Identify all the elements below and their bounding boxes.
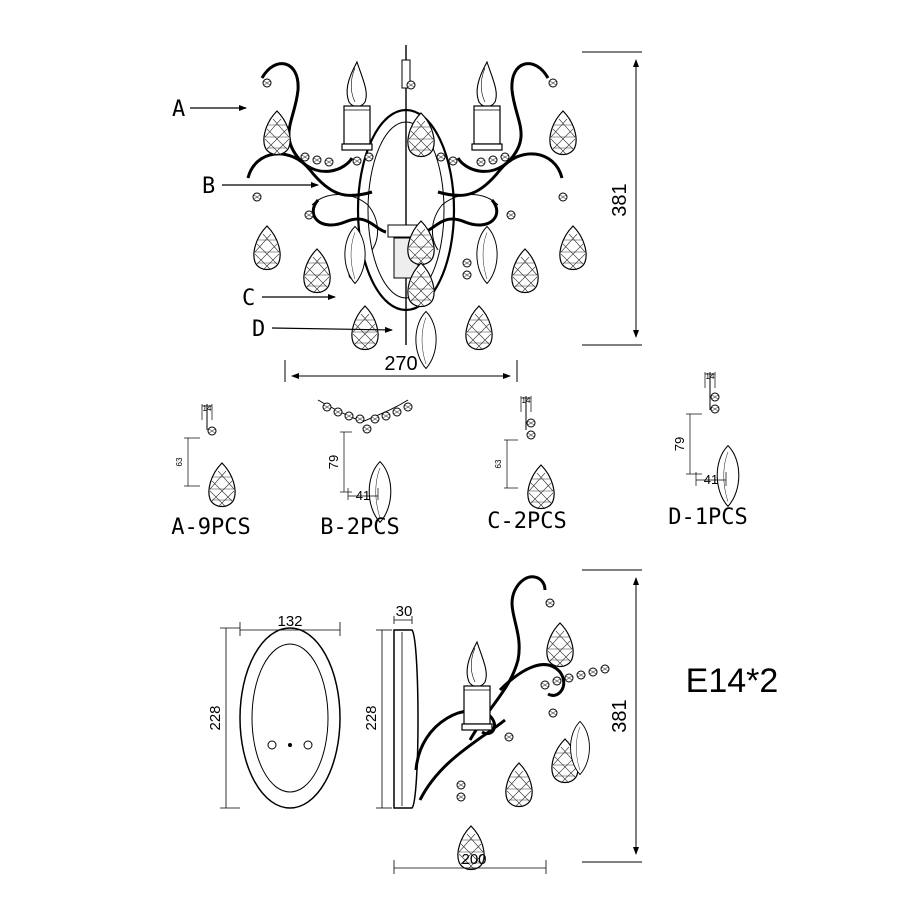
side-depth-dimension: 30 [396,603,413,620]
side-arm-height-dimension: 381 [609,699,631,732]
part-d: 14 79 41 D-1PCS [668,372,748,530]
callout-b: B [202,174,215,199]
callout-d: D [252,317,265,342]
part-d-width-dimension: 41 [704,472,718,487]
part-c-label: C-2PCS [487,509,566,534]
backplate-height-dimension: 228 [207,705,224,730]
side-height-dimension: 228 [363,705,380,730]
front-width-dimension: 270 [384,353,417,375]
part-a-height-dimension: 63 [175,457,184,466]
part-a-width-dimension: 14 [203,404,212,413]
part-d-label: D-1PCS [668,505,747,530]
part-b-label: B-2PCS [320,515,399,540]
part-b-height-dimension: 79 [326,455,341,469]
side-arm-width-dimension: 200 [461,851,486,868]
callout-c: C [242,286,255,311]
front-height-dimension: 381 [609,183,631,216]
part-b: 79 41 B-2PCS [317,399,413,540]
parts-row: 14 63 A-9PCS 79 41 [171,372,748,540]
bulb-spec: E14*2 [686,662,779,700]
front-view: A B C D 381 270 [172,45,642,382]
part-a-label: A-9PCS [171,515,250,540]
part-d-height-dimension: 79 [672,437,687,451]
part-c: 14 63 C-2PCS [487,396,567,534]
callout-a: A [172,97,185,122]
part-d-width-top-dimension: 14 [706,372,715,381]
backplate-width-dimension: 132 [277,613,302,630]
part-c-width-dimension: 14 [522,396,531,405]
part-b-width-dimension: 41 [356,488,370,503]
side-view: 30 228 381 200 [363,569,642,874]
part-a: 14 63 A-9PCS [171,404,251,540]
part-c-height-dimension: 63 [494,459,503,468]
backplate-view: 132 228 [207,613,341,809]
